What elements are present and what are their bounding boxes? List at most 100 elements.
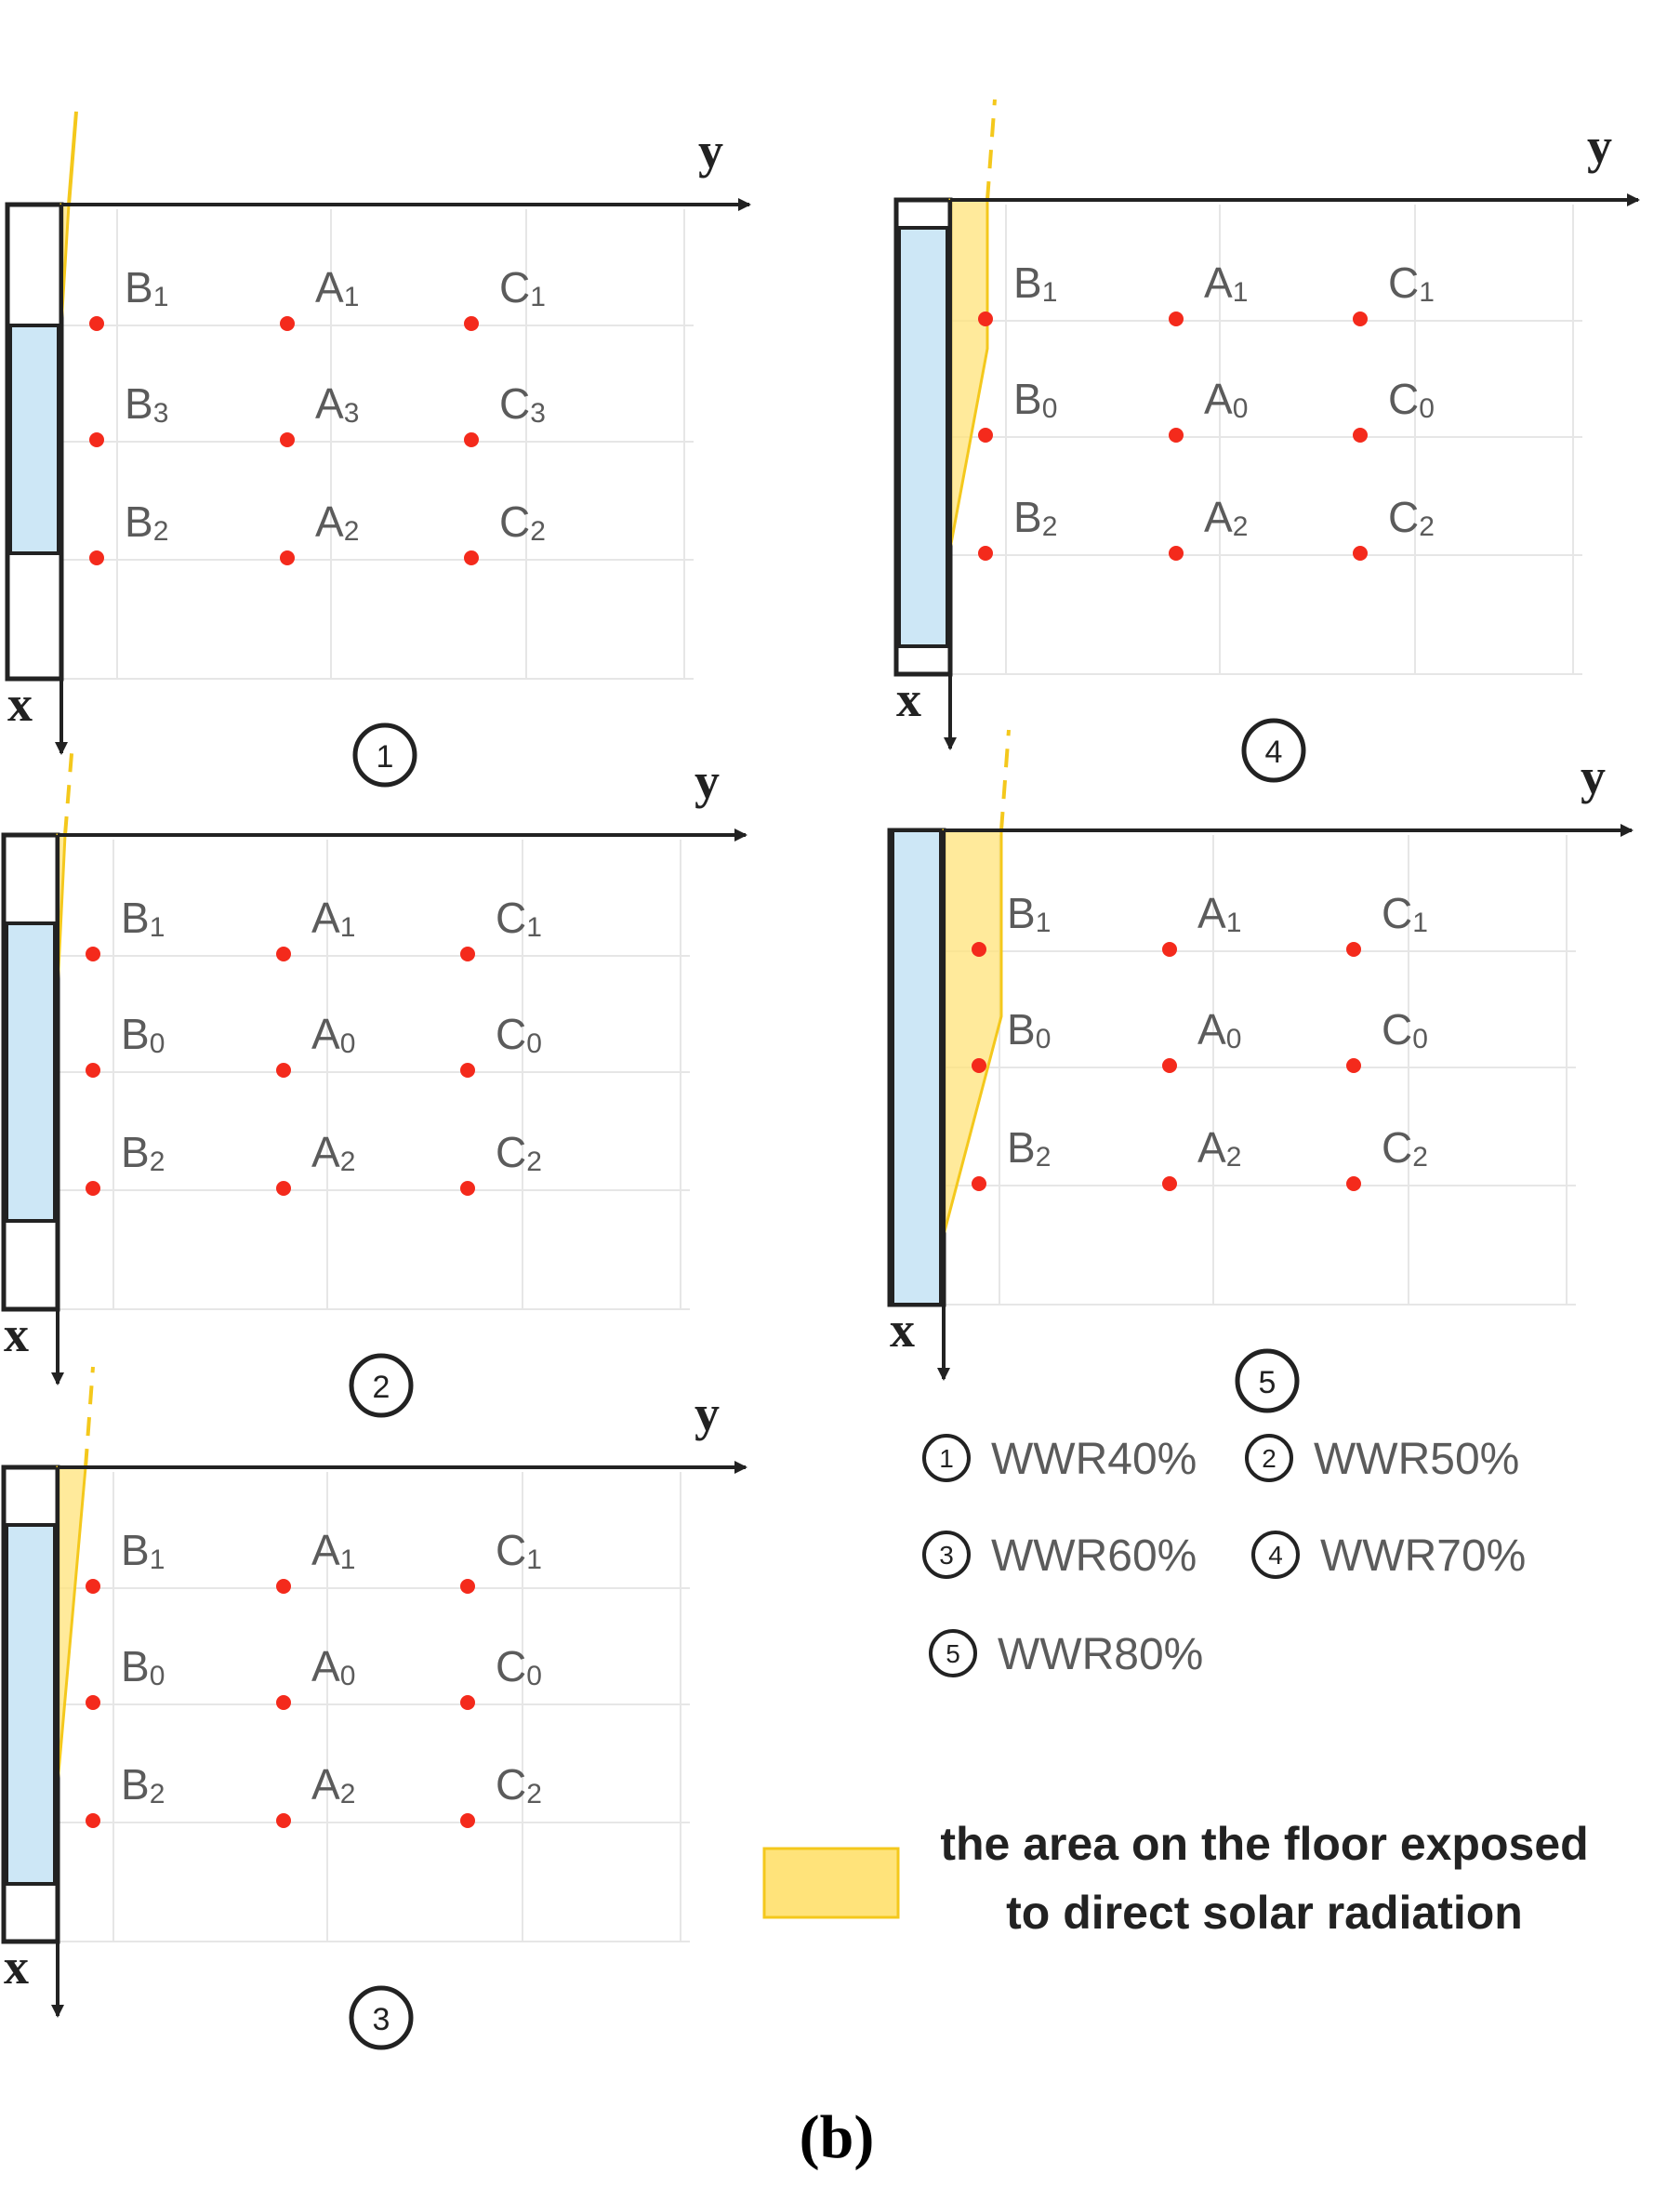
measure-point (89, 432, 104, 447)
measure-point (276, 1579, 291, 1594)
key-label: WWR40% (991, 1435, 1197, 1484)
legend-line-1: the area on the floor exposed (940, 1818, 1588, 1870)
point-label: B2 (1013, 493, 1057, 542)
measure-point (280, 550, 295, 565)
measure-point (460, 1695, 475, 1710)
point-label: A3 (315, 379, 359, 429)
measure-point (86, 1181, 100, 1196)
panel-badge-number: 5 (1259, 1365, 1277, 1400)
measure-point (1353, 546, 1368, 561)
key-badge (922, 1434, 971, 1482)
panel-badge-number: 3 (373, 2002, 390, 2037)
sun-ray (67, 111, 78, 205)
point-label: C2 (499, 497, 546, 547)
point-label: A2 (315, 497, 359, 547)
sunlit-area (942, 828, 1003, 1236)
measure-point (276, 1181, 291, 1196)
measure-point (1353, 311, 1368, 326)
measure-point (460, 1813, 475, 1828)
key-label: WWR80% (998, 1630, 1203, 1679)
point-label: B1 (1007, 889, 1051, 938)
measure-point (460, 1181, 475, 1196)
point-label: B2 (125, 497, 168, 547)
point-label: C0 (1382, 1005, 1428, 1054)
point-label: A0 (311, 1010, 355, 1059)
measure-point (276, 1063, 291, 1078)
point-label: B0 (121, 1642, 165, 1691)
x-axis-label: x (896, 671, 921, 727)
point-label: B2 (121, 1760, 165, 1809)
key-badge (1251, 1531, 1300, 1579)
key-badge (1245, 1434, 1293, 1482)
point-label: A2 (311, 1128, 355, 1177)
measure-point (1169, 311, 1184, 326)
key-badge (929, 1629, 977, 1677)
floor-grid (950, 205, 1582, 675)
point-label: B0 (1013, 375, 1057, 424)
window (5, 1523, 57, 1886)
point-label: A1 (1197, 889, 1241, 938)
legend-swatch (762, 1847, 900, 1919)
floor-grid (944, 835, 1576, 1306)
point-label: B0 (121, 1010, 165, 1059)
floor-grid (58, 840, 690, 1310)
measure-point (1162, 942, 1177, 957)
measure-point (1346, 942, 1361, 957)
measure-point (1353, 428, 1368, 443)
panel-badge-number: 1 (377, 739, 394, 775)
measure-point (1169, 546, 1184, 561)
point-label: C1 (499, 263, 546, 312)
window (897, 226, 949, 648)
window (891, 828, 943, 1306)
point-label: C1 (496, 894, 542, 943)
floor-grid (61, 209, 694, 680)
measure-point (86, 947, 100, 961)
point-label: B1 (1013, 258, 1057, 308)
sun-ray (986, 99, 997, 201)
y-axis-label: y (694, 753, 720, 809)
measure-point (978, 311, 993, 326)
point-label: C1 (496, 1526, 542, 1575)
window (8, 324, 60, 555)
point-label: B0 (1007, 1005, 1051, 1054)
legend: the area on the floor exposed to direct … (762, 1818, 1589, 1939)
measure-point (276, 947, 291, 961)
figure-caption: (b) (800, 2103, 875, 2171)
measure-point (972, 942, 986, 957)
y-axis-label: y (694, 1385, 720, 1441)
measure-point (460, 1063, 475, 1078)
measure-point (978, 428, 993, 443)
point-label: C0 (496, 1642, 542, 1691)
measure-point (1162, 1176, 1177, 1191)
panel-badge (349, 1985, 414, 2050)
sun-ray (63, 741, 74, 836)
measure-point (1162, 1058, 1177, 1073)
x-axis-label: x (4, 1306, 29, 1362)
panel-badge (1235, 1348, 1300, 1413)
point-label: A2 (1197, 1123, 1241, 1173)
key-badge-number: 3 (939, 1541, 954, 1570)
panel-badge (1241, 718, 1306, 783)
point-label: C0 (1388, 375, 1435, 424)
point-label: C2 (496, 1128, 542, 1177)
point-label: C0 (496, 1010, 542, 1059)
measure-point (464, 550, 479, 565)
point-label: B1 (121, 894, 165, 943)
measure-point (86, 1813, 100, 1828)
sunlit-area (948, 198, 989, 550)
point-label: A2 (1204, 493, 1248, 542)
measure-point (276, 1813, 291, 1828)
panel-badge-number: 4 (1265, 735, 1283, 770)
point-label: B2 (121, 1128, 165, 1177)
point-label: B3 (125, 379, 168, 429)
panel-badge-number: 2 (373, 1370, 390, 1405)
point-label: A0 (1197, 1005, 1241, 1054)
measure-point (86, 1579, 100, 1594)
point-label: A0 (1204, 375, 1248, 424)
x-axis-label: x (890, 1302, 915, 1358)
